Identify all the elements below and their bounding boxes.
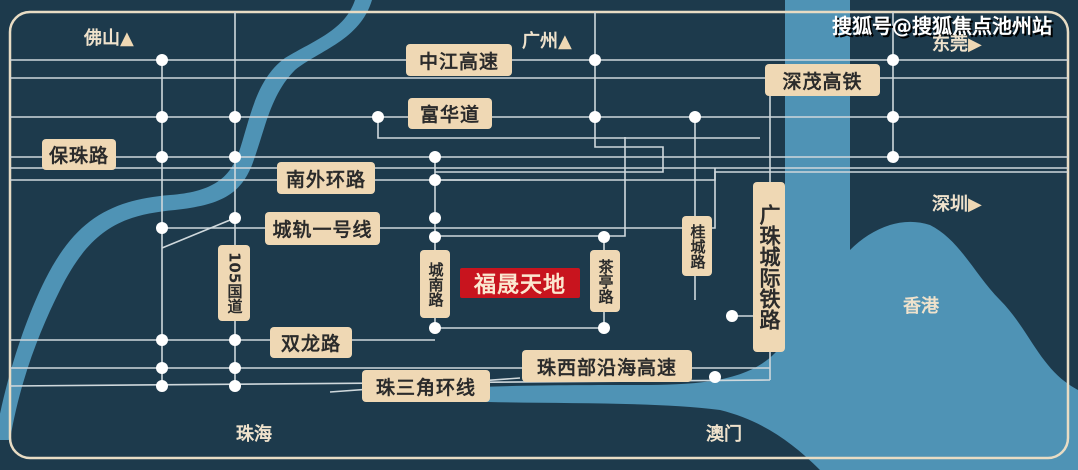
watermark: 搜狐号@搜狐焦点池州站	[832, 14, 1052, 38]
road-label-nanwaihuan: 南外环路	[277, 162, 375, 194]
city-hongkong: 香港	[903, 296, 939, 317]
city-name: 佛山	[84, 28, 120, 49]
road-label-chenggui: 城轨一号线	[265, 212, 380, 245]
road-label-guicheng: 桂城路	[682, 216, 712, 276]
map-frame	[8, 10, 1070, 460]
city-name: 东莞	[932, 34, 968, 55]
road-label-zhongjiang: 中江高速	[406, 44, 512, 76]
up-arrow-icon: ▲	[120, 28, 134, 49]
road-label-guangzhu-intercity: 广珠城际铁路	[753, 182, 785, 352]
city-guangzhou: 广州▲	[522, 27, 572, 53]
city-dongguan: 东莞▶	[932, 30, 982, 56]
pearl-river-estuary	[380, 0, 1078, 470]
right-arrow-icon: ▶	[968, 34, 982, 55]
city-name: 广州	[522, 31, 558, 52]
city-shenzhen: 深圳▶	[932, 190, 982, 216]
road-label-shenmao: 深茂高铁	[765, 64, 880, 96]
city-name: 深圳	[932, 194, 968, 215]
river-west	[0, 0, 372, 440]
junction-nodes	[156, 54, 899, 392]
up-arrow-icon: ▲	[558, 31, 572, 52]
road-label-105: 105国道	[218, 245, 250, 321]
road-label-baozhu: 保珠路	[42, 139, 116, 170]
city-zhuhai: 珠海	[236, 424, 272, 445]
right-arrow-icon: ▶	[968, 194, 982, 215]
project-marker-fushengtiandi[interactable]: 福晟天地	[460, 268, 580, 298]
road-label-shuanglong: 双龙路	[270, 327, 352, 358]
road-label-zhuxibu: 珠西部沿海高速	[522, 350, 692, 382]
city-foshan: 佛山▲	[84, 24, 134, 50]
road-label-fuhua: 富华道	[408, 98, 492, 129]
road-label-zhusanjiao: 珠三角环线	[362, 370, 490, 402]
road-label-chating: 茶亭路	[590, 250, 620, 312]
road-label-chengnan: 城南路	[420, 250, 450, 318]
city-macau: 澳门	[706, 424, 742, 445]
